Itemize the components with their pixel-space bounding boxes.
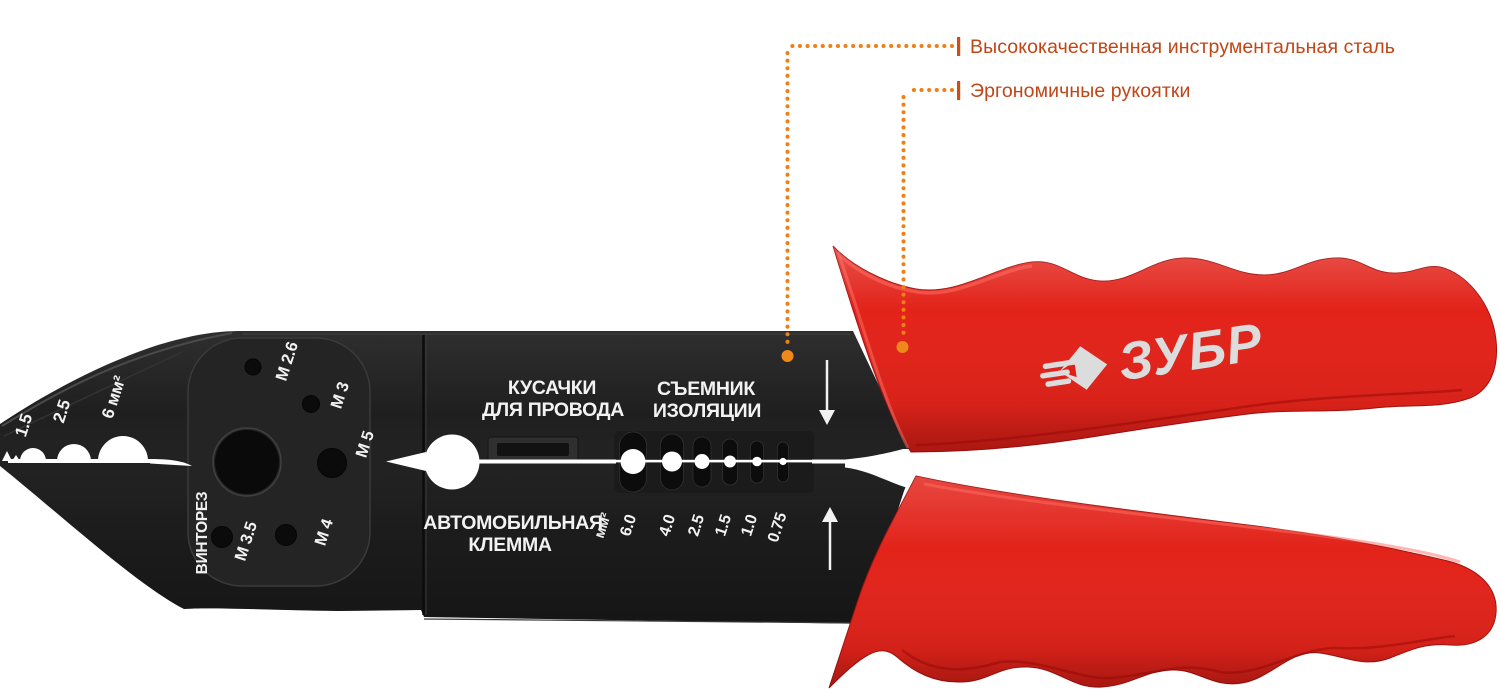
lower-handle-gloss [923,482,1461,564]
gap-line-right [812,459,846,464]
bolt-hole-m26 [244,358,262,376]
gap-line-mid [476,459,616,464]
bevel-highlight-top-left [1,332,233,427]
cutter-block-slot [497,443,569,456]
zubr-arrow-diamond-icon [1040,346,1108,390]
stripper-label-line2: ИЗОЛЯЦИИ [653,400,761,422]
callout-handles: Эргономичные рукоятки [896,80,1191,353]
up-arrow-icon [822,507,838,570]
crimp-notch [20,448,46,461]
upper-handle-edge-highlight [836,251,910,449]
stripper-size-label: 1.0 [738,512,761,538]
stripper-hole [779,457,787,466]
callout-steel-label: Высококачественная инструментальная стал… [970,36,1395,58]
upper-handle: ЗУБР [832,245,1498,453]
callout-steel: Высококачественная инструментальная стал… [781,36,1395,362]
down-arrow-icon [819,360,835,425]
upper-handle-crease [915,388,1463,447]
terminal-label-line1: АВТОМОБИЛЬНАЯ [423,512,602,534]
bevel-highlight-inner [3,351,183,437]
upper-handle-gloss [838,254,1033,295]
stripper-size-label: 6.0 [617,512,640,538]
lower-handle-crease [901,634,1456,680]
gap-line-taper [150,459,192,466]
stripper-hole [694,454,710,469]
lower-handle-shading [829,476,1497,688]
pivot-rim [212,427,282,497]
bolt-cutter-title: ВИНТОРЕЗ [194,492,211,575]
metal-head: 1.5 2.5 6 мм² М 2.6 М 3 М 5 М 3.5 М 4 ВИ… [0,331,920,624]
gap-line-stripper [614,459,814,463]
lower-handle [828,475,1497,689]
callout-handles-endpoint-dot [896,341,909,353]
bolt-hole-m3 [302,395,320,413]
terminal-hole [424,434,480,490]
bolt-hole-m4 [275,524,297,546]
terminal-label-line2: КЛЕММА [468,534,552,556]
metal-markings: 1.5 2.5 6 мм² М 2.6 М 3 М 5 М 3.5 М 4 ВИ… [11,340,838,575]
stripper-size-label: 1.5 [712,512,735,538]
gap-line-leaf [386,452,426,471]
stripper-hole [752,456,762,467]
crimp-notch [57,444,91,461]
upper-handle-shading [833,246,1497,452]
callout-steel-bar [957,37,961,56]
wire-cutter-block [487,436,579,464]
stripper-unit-label: мм² [592,511,615,541]
callout-handles-bar [957,81,961,100]
stripper-hole [724,455,736,468]
jaw-gap [2,434,920,490]
stripper-hole [620,449,646,474]
pivot-hole [215,430,279,494]
bolt-hole-m5 [317,448,347,478]
stripper-size-label: 2.5 [685,512,708,538]
callout-handles-label: Эргономичные рукоятки [970,80,1191,102]
callout-steel-endpoint-dot [781,350,794,362]
crimp-notch [98,436,148,461]
bolt-hole-m35 [211,526,233,548]
wire-cutter-label-line2: ДЛЯ ПРОВОДА [482,399,624,421]
wire-cutter-label-line1: КУСАЧКИ [508,377,596,399]
bevel-highlight-bar-bottom [423,618,863,624]
gap-vee [845,449,920,488]
stripper-hole [662,451,682,472]
stripper-label-line1: СЪЕМНИК [657,378,755,400]
stripper-size-label: 4.0 [656,512,679,538]
gap-tip-teeth [2,451,20,461]
